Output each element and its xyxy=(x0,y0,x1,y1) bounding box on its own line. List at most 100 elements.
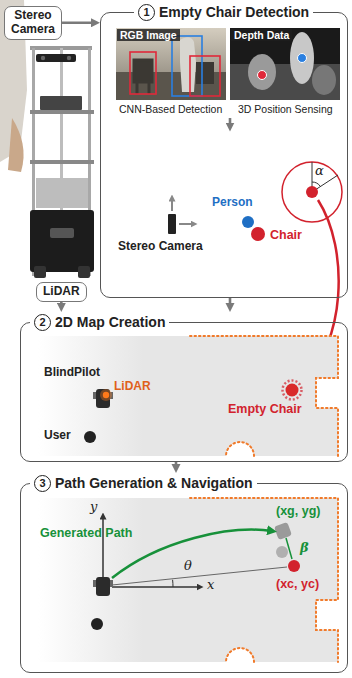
robot-photo xyxy=(30,210,94,272)
robot-photo xyxy=(34,266,46,278)
map-path xyxy=(102,516,104,577)
image-title: Depth Data xyxy=(231,29,292,41)
flow-arrow xyxy=(62,21,95,24)
map-path xyxy=(112,567,287,585)
depth-image xyxy=(290,32,314,84)
axis-label: x xyxy=(207,578,214,593)
flow-arrow xyxy=(60,302,63,307)
angle-symbol: θ xyxy=(184,559,192,574)
box-label: Stereo Camera xyxy=(11,9,55,37)
map-2d xyxy=(93,392,96,399)
sensor-label: Stereo Camera xyxy=(118,240,203,254)
flow-arrow xyxy=(230,118,231,127)
angle-circle xyxy=(282,162,342,222)
depth-image xyxy=(312,65,336,95)
image-caption: 3D Position Sensing xyxy=(238,103,333,115)
rgb-image xyxy=(172,36,202,96)
step-number: 2 xyxy=(34,314,51,331)
robot-photo xyxy=(50,228,74,238)
person-chair-dots xyxy=(242,216,254,228)
rgb-image xyxy=(196,62,214,84)
depth-image xyxy=(230,28,340,100)
path-label: Generated Path xyxy=(40,526,132,540)
flow-arrow xyxy=(229,118,232,127)
flow-arrow xyxy=(229,298,232,307)
map-path xyxy=(286,538,292,559)
rgb-image xyxy=(134,60,152,94)
map-path xyxy=(274,522,292,540)
person-chair-dots xyxy=(242,216,265,241)
map-path xyxy=(110,580,113,587)
depth-image xyxy=(230,28,340,100)
panel-title: Empty Chair Detection xyxy=(159,4,309,20)
angle-circle xyxy=(282,162,342,222)
map-path xyxy=(38,498,338,662)
camera-callout-box: Stereo Camera xyxy=(4,6,62,40)
coordinate-label: (xg, yg) xyxy=(276,504,320,518)
rgb-image xyxy=(116,28,226,100)
rgb-image xyxy=(190,56,220,96)
panel-heading: 22D Map Creation xyxy=(30,312,169,332)
map-2d xyxy=(286,384,299,397)
map-path xyxy=(93,580,96,587)
panel-heading: 1Empty Chair Detection xyxy=(134,2,313,22)
map-path xyxy=(91,618,103,630)
image-caption: CNN-Based Detection xyxy=(119,103,222,115)
coordinate-label: (xc, yc) xyxy=(276,577,319,591)
angle-circle xyxy=(312,182,320,187)
camera-frame xyxy=(179,223,194,225)
axis-label: y xyxy=(90,500,97,515)
robot-photo xyxy=(0,0,94,278)
robot-photo xyxy=(36,178,88,208)
object-label: Person xyxy=(212,196,253,210)
robot-photo xyxy=(30,110,94,114)
camera-frame xyxy=(171,198,173,211)
panel-title: 2D Map Creation xyxy=(55,314,165,330)
step-number: 1 xyxy=(138,4,155,21)
map-2d xyxy=(100,389,112,401)
camera-frame xyxy=(168,214,176,234)
depth-image xyxy=(230,64,340,100)
angle-symbol: β xyxy=(300,541,309,556)
person-chair-dots xyxy=(251,227,265,241)
object-label: Empty Chair xyxy=(228,402,302,416)
robot-label: BlindPilot xyxy=(44,366,100,380)
depth-image xyxy=(258,71,267,80)
robot-photo xyxy=(36,54,76,62)
user-label: User xyxy=(44,429,71,443)
map-2d xyxy=(84,431,96,443)
image-title: RGB Image xyxy=(117,29,180,41)
step-panel: 1Empty Chair Detection xyxy=(100,2,348,298)
depth-image xyxy=(248,54,276,90)
map-path xyxy=(96,577,110,596)
angle-symbol: α xyxy=(315,164,324,179)
rgb-image xyxy=(116,28,226,100)
object-label: Chair xyxy=(270,228,302,242)
map-2d xyxy=(38,336,338,456)
robot-photo xyxy=(40,96,82,110)
map-path xyxy=(172,580,173,587)
flow-arrow xyxy=(175,462,178,468)
box-label: LiDAR xyxy=(43,285,80,299)
rgb-image xyxy=(180,37,196,92)
panel-frame xyxy=(100,12,348,298)
map-2d xyxy=(283,381,302,400)
lidar-callout-box: LiDAR xyxy=(36,282,87,302)
panel-heading: 3Path Generation & Navigation xyxy=(30,473,257,493)
map-path xyxy=(190,498,338,662)
map-path xyxy=(112,586,200,588)
step-number: 3 xyxy=(34,475,51,492)
robot-photo xyxy=(8,118,24,172)
map-path xyxy=(38,498,338,662)
map-2d xyxy=(103,392,109,398)
angle-circle xyxy=(306,186,318,198)
map-path xyxy=(288,560,300,572)
camera-frame xyxy=(168,198,194,234)
robot-photo xyxy=(41,56,45,60)
panel-title: Path Generation & Navigation xyxy=(55,475,253,491)
sensor-label: LiDAR xyxy=(114,380,151,394)
robot-photo xyxy=(67,56,71,60)
